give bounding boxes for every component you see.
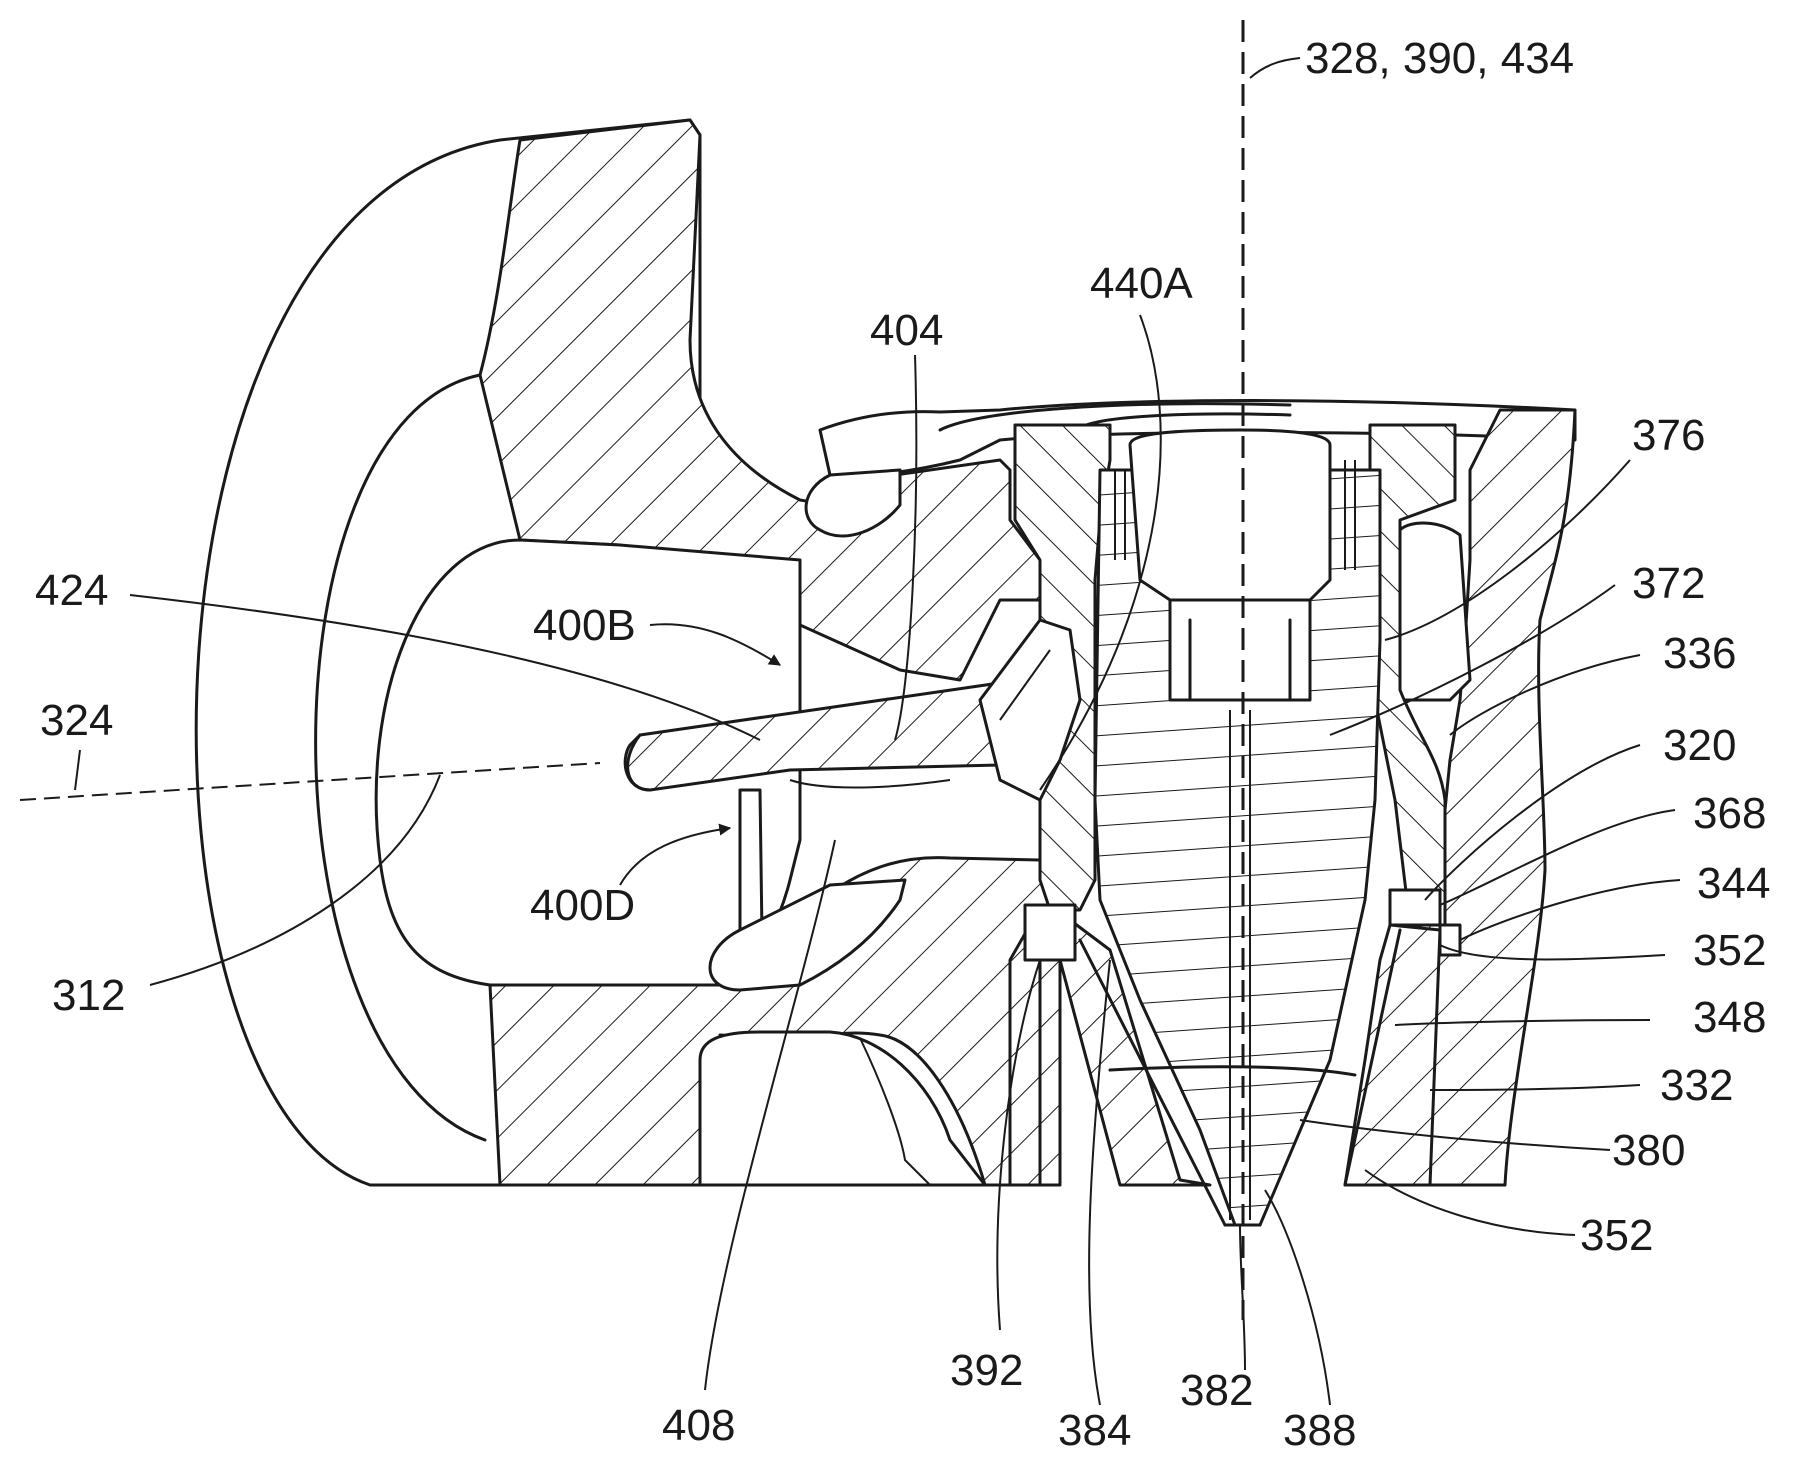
label-382: 382 [1180, 1366, 1253, 1415]
label-372: 372 [1632, 559, 1705, 608]
right-wall-groove [1400, 523, 1470, 700]
label-404: 404 [870, 306, 943, 355]
label-344: 344 [1697, 859, 1770, 908]
nozzle-assembly [1010, 425, 1460, 1225]
label-440A: 440A [1090, 259, 1193, 308]
label-380: 380 [1612, 1126, 1685, 1175]
label-376: 376 [1632, 411, 1705, 460]
label-324: 324 [40, 696, 113, 745]
label-400D: 400D [530, 881, 635, 930]
label-352b: 352 [1580, 1211, 1653, 1260]
label-384: 384 [1058, 1406, 1131, 1455]
ring-392 [1025, 905, 1075, 960]
label-392: 392 [950, 1346, 1023, 1395]
label-320: 320 [1663, 721, 1736, 770]
label-424: 424 [35, 566, 108, 615]
label-348: 348 [1693, 993, 1766, 1042]
ring-368 [1390, 890, 1440, 925]
leader-324 [75, 750, 80, 790]
label-388: 388 [1283, 1406, 1356, 1455]
label-332: 332 [1660, 1061, 1733, 1110]
label-368: 368 [1693, 789, 1766, 838]
label-400B: 400B [533, 601, 636, 650]
label-408: 408 [662, 1401, 735, 1450]
label-336: 336 [1663, 629, 1736, 678]
leader-388 [1265, 1190, 1330, 1405]
label-312: 312 [52, 971, 125, 1020]
tube-underside [790, 780, 950, 788]
label-352a: 352 [1693, 926, 1766, 975]
label-axis-vertical: 328, 390, 434 [1305, 34, 1574, 83]
strut [740, 790, 762, 935]
leader-328 [1250, 58, 1300, 78]
